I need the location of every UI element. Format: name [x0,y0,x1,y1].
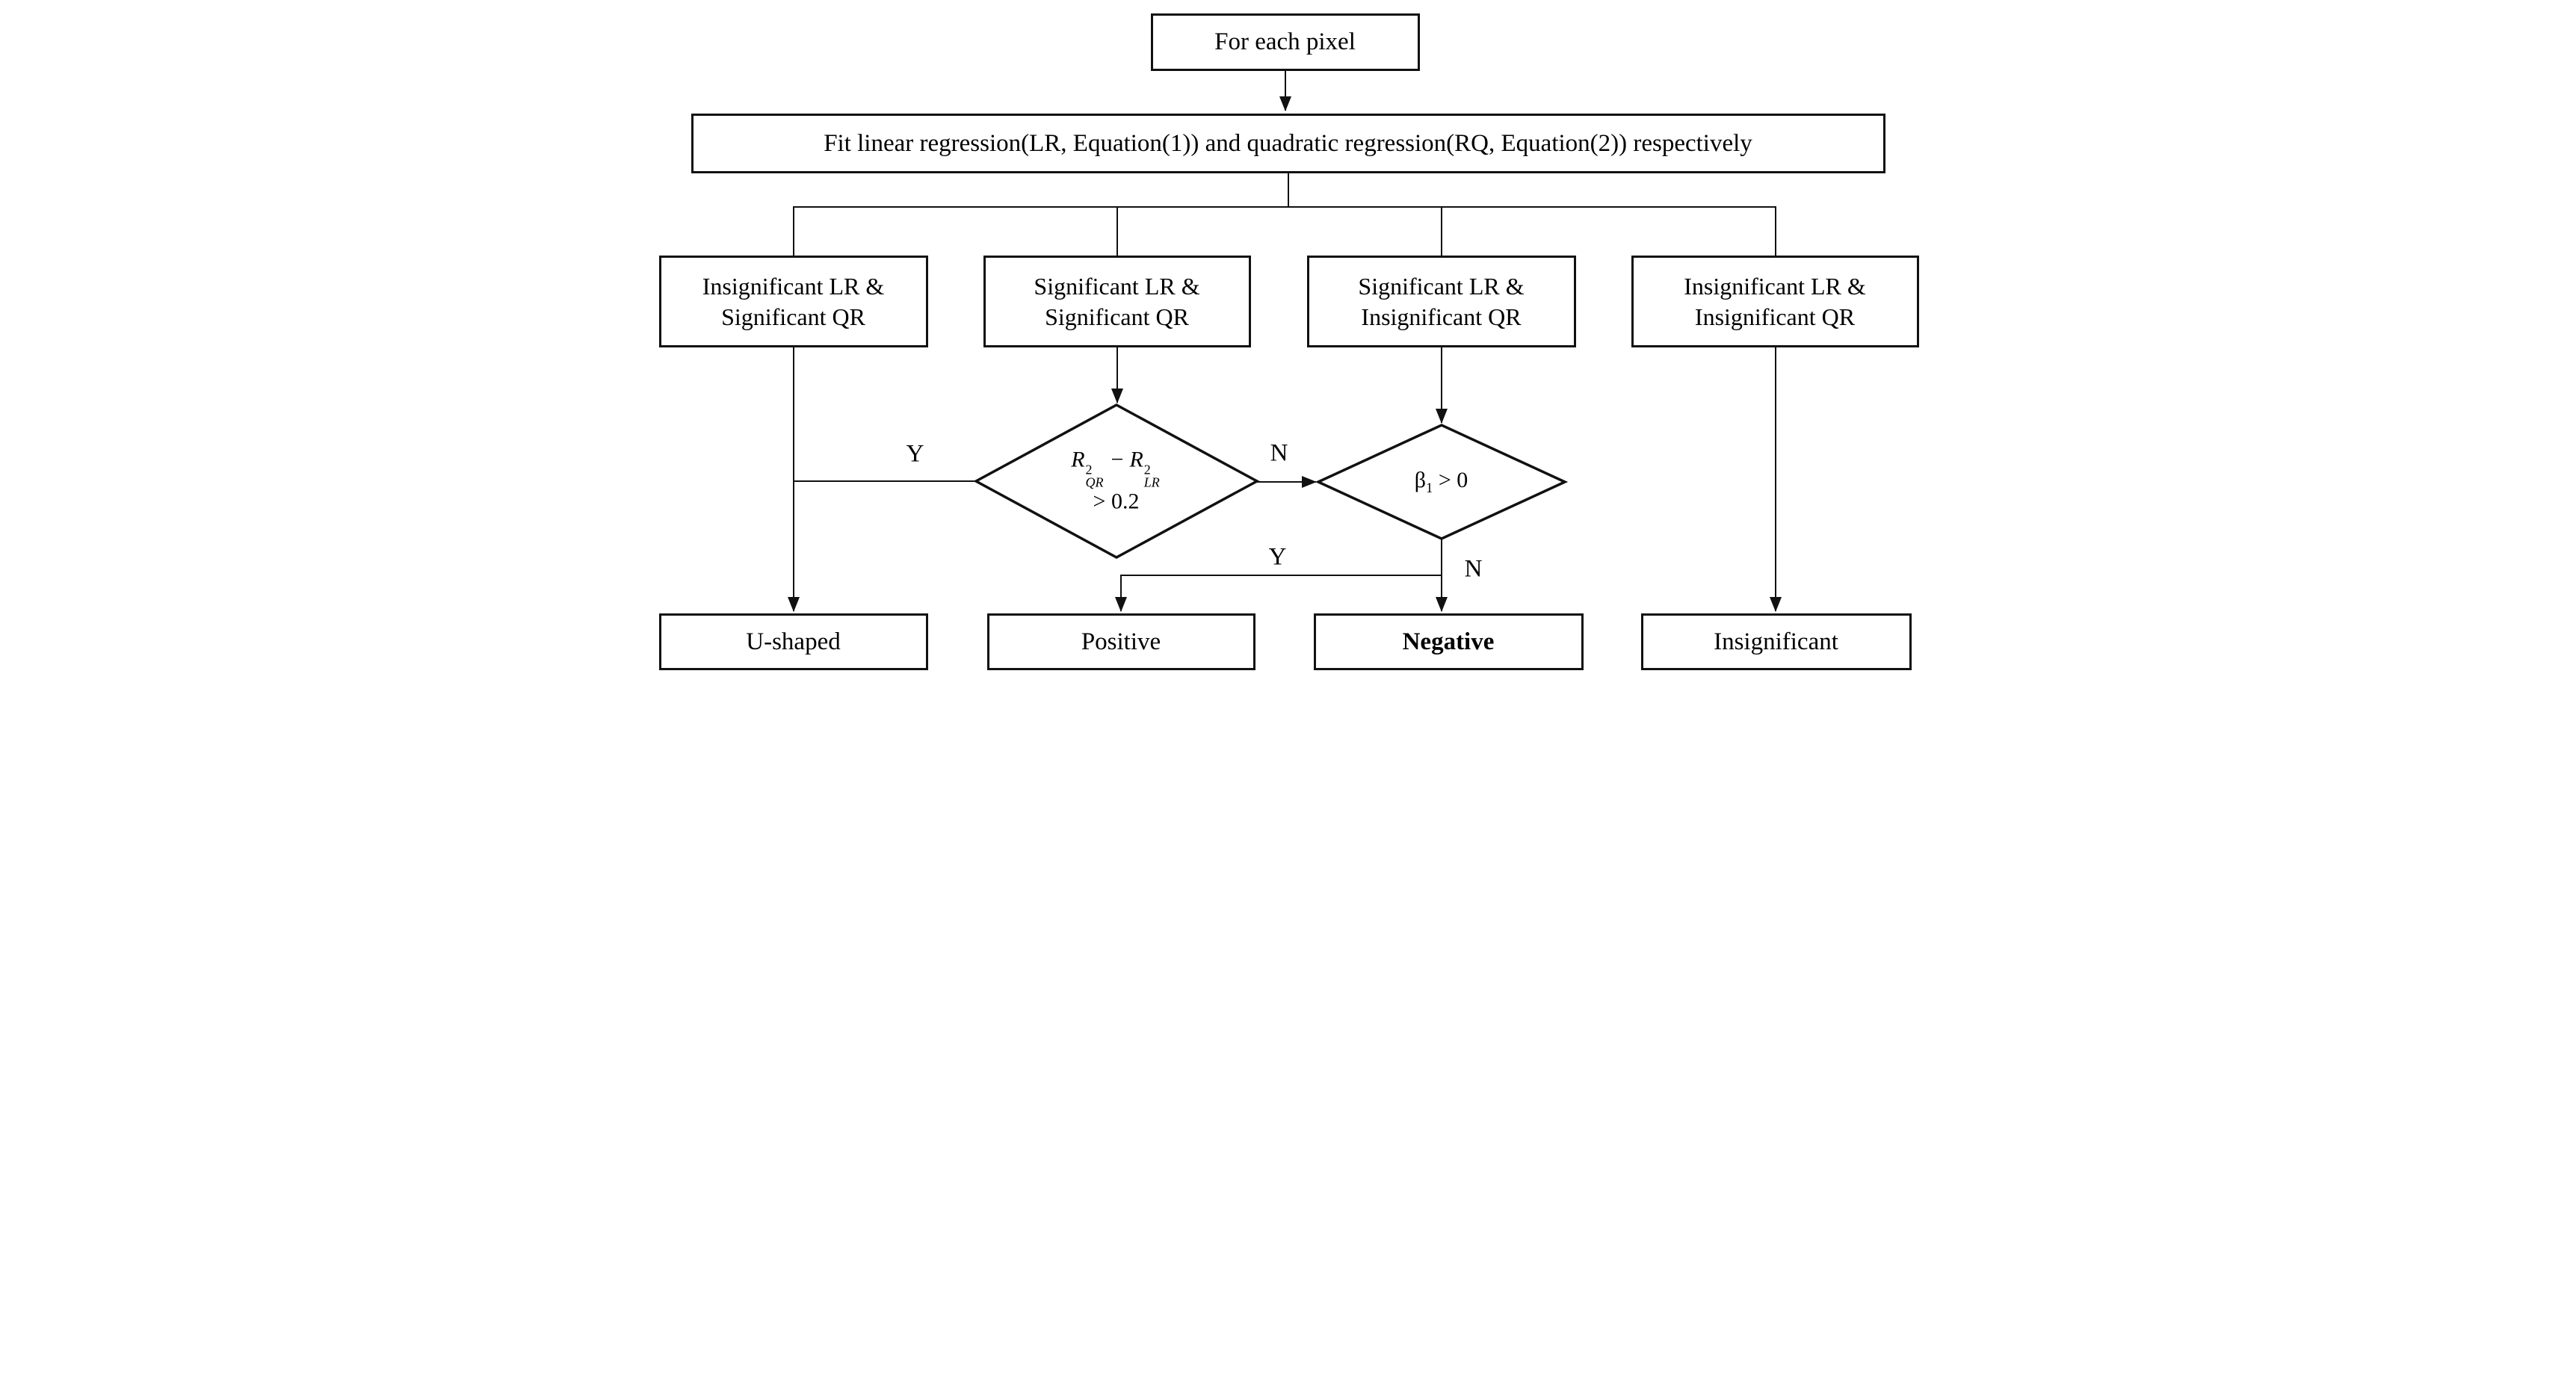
node-outcome-u-shaped: U-shaped [658,613,928,670]
label-decision1-yes: Y [906,440,924,468]
outcome-u-shaped-label: U-shaped [746,628,841,655]
branch1-line1: Insignificant LR & [702,272,885,300]
r-qr-sub: QR [1085,474,1104,490]
label-decision2-yes: Y [1268,543,1287,571]
label-decision1-no: N [1270,439,1288,467]
branch2-line2: Significant QR [1045,303,1189,330]
beta-condition: β1 > 0 [1415,468,1468,496]
node-branch-sig-lr-insig-qr: Significant LR & Insignificant QR [1306,256,1576,347]
outcome-insignificant-label: Insignificant [1714,628,1838,655]
node-outcome-positive: Positive [986,613,1255,670]
branch4-line2: Insignificant QR [1694,303,1856,330]
r-lr-sup: 2 [1143,462,1151,477]
outcome-positive-label: Positive [1081,628,1161,655]
r-squared-threshold: > 0.2 [1093,489,1140,514]
beta-inequality: > 0 [1433,467,1468,492]
edge-decision2-yes-to-positive [1114,575,1442,612]
node-outcome-negative: Negative [1313,613,1584,670]
outcome-negative-label: Negative [1402,628,1495,655]
node-start-label: For each pixel [1214,28,1356,56]
flowchart-canvas: For each pixel Fit linear regression(LR,… [643,0,1933,690]
decision-beta-diamond [1315,424,1568,540]
decision-beta-text: β1 > 0 [1359,468,1524,496]
node-start: For each pixel [1150,13,1420,71]
connector-layer [787,71,1782,612]
node-branch-insig-lr-insig-qr: Insignificant LR & Insignificant QR [1631,256,1919,347]
r-qr-base: R [1071,447,1085,472]
beta-symbol: β [1414,467,1427,492]
node-fit-label: Fit linear regression(LR, Equation(1)) a… [824,129,1752,157]
branch1-line2: Significant QR [721,303,865,330]
r-lr-sub: LR [1143,474,1160,490]
node-outcome-insignificant: Insignificant [1640,613,1912,670]
beta-subscript: 1 [1426,480,1433,496]
node-branch-insig-lr-sig-qr: Insignificant LR & Significant QR [658,256,928,347]
r-qr-sup: 2 [1085,462,1093,477]
decision-r-squared-diamond [972,403,1260,559]
branch3-line2: Insignificant QR [1361,303,1522,330]
branch4-line1: Insignificant LR & [1684,272,1866,300]
node-fit-regressions: Fit linear regression(LR, Equation(1)) a… [691,114,1885,173]
r-lr-base: R [1129,447,1143,472]
node-branch-sig-lr-sig-qr: Significant LR & Significant QR [983,256,1251,347]
branch2-line1: Significant LR & [1034,272,1200,300]
label-decision2-no: N [1464,555,1483,583]
branch3-line1: Significant LR & [1358,272,1525,300]
minus-sign: − [1111,447,1124,472]
